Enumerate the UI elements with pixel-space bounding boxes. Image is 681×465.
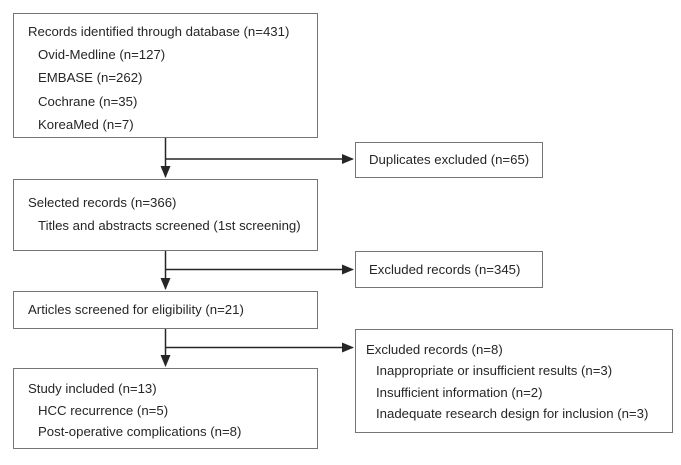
box-selected-records: Selected records (n=366) Titles and abst… — [13, 179, 318, 251]
box-title: Duplicates excluded (n=65) — [369, 152, 530, 168]
box-item: Insufficient information (n=2) — [376, 384, 543, 400]
box-title: Excluded records (n=8) — [366, 342, 503, 357]
box-title: Selected records (n=366) — [28, 195, 177, 210]
box-item: Cochrane (n=35) — [38, 93, 138, 109]
box-item: Inappropriate or insufficient results (n… — [376, 363, 613, 379]
box-title: Articles screened for eligibility (n=21) — [28, 302, 244, 318]
box-item: Titles and abstracts screened (1st scree… — [38, 218, 301, 234]
box-item: HCC recurrence (n=5) — [38, 402, 169, 418]
box-excluded-records-8: Excluded records (n=8) Inappropriate or … — [355, 329, 673, 433]
box-title: Records identified through database (n=4… — [28, 24, 290, 39]
box-study-included: Study included (n=13) HCC recurrence (n=… — [13, 368, 318, 449]
box-item: EMBASE (n=262) — [38, 70, 143, 86]
box-item: Inadequate research design for inclusion… — [376, 406, 649, 422]
box-item: KoreaMed (n=7) — [38, 116, 134, 132]
box-title: Study included (n=13) — [28, 381, 157, 396]
box-duplicates-excluded: Duplicates excluded (n=65) — [355, 142, 543, 178]
box-articles-screened: Articles screened for eligibility (n=21) — [13, 291, 318, 329]
box-item: Ovid-Medline (n=127) — [38, 47, 166, 63]
box-title: Excluded records (n=345) — [369, 261, 521, 277]
box-records-identified: Records identified through database (n=4… — [13, 13, 318, 138]
box-excluded-records-345: Excluded records (n=345) — [355, 251, 543, 288]
box-item: Post-operative complications (n=8) — [38, 424, 242, 439]
